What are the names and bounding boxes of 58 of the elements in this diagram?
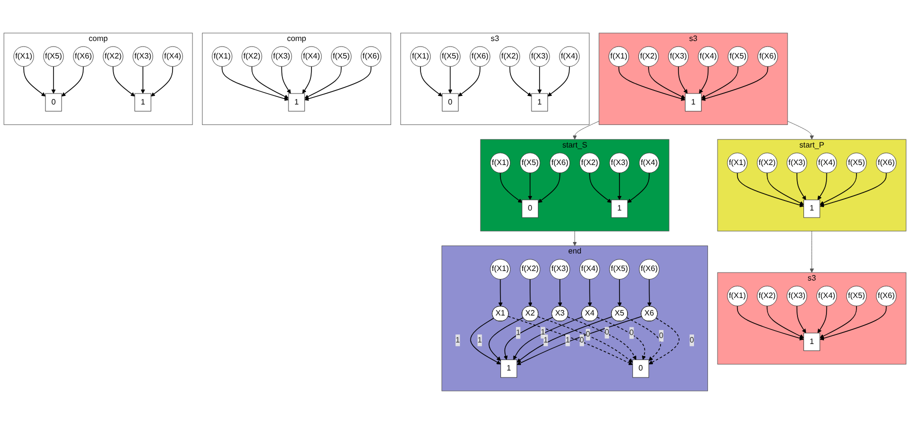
arrow: [701, 66, 738, 98]
arrow: [528, 278, 532, 307]
arrow: [537, 66, 542, 94]
arrow: [818, 306, 828, 334]
arrow: [538, 172, 560, 203]
arrow: [796, 306, 806, 334]
arrow: [304, 66, 342, 98]
arrow: [281, 66, 291, 94]
arrow: [698, 66, 709, 94]
arrow: [61, 66, 84, 96]
arrow: [796, 172, 806, 200]
arrow: [420, 66, 442, 96]
arrow: [251, 66, 289, 98]
arrow: [820, 306, 857, 338]
arrow: [648, 66, 686, 98]
arrow: [647, 278, 652, 307]
arrow: [567, 316, 636, 360]
arrow: [627, 172, 650, 203]
arrow: [701, 66, 768, 101]
arrow: [538, 316, 633, 363]
arrow: [818, 172, 828, 200]
arrow: [618, 66, 686, 101]
arrow: [736, 172, 804, 208]
arrow: [222, 66, 289, 101]
arrow: [617, 172, 622, 200]
arrow: [304, 66, 372, 101]
arrow: [140, 66, 146, 94]
arrow: [516, 316, 612, 363]
arrow: [648, 318, 680, 364]
arrow: [736, 306, 804, 340]
arrow: [528, 172, 532, 200]
arrow: [547, 66, 570, 96]
arrow: [513, 316, 583, 360]
arrow: [51, 66, 56, 94]
arrow: [470, 318, 501, 364]
arrow: [504, 316, 554, 360]
arrow: [589, 172, 612, 203]
arrow: [558, 278, 562, 307]
arrow: [500, 172, 522, 203]
arrow: [820, 172, 857, 205]
arrow: [588, 278, 592, 307]
arrow: [509, 66, 532, 96]
arrow: [150, 66, 174, 96]
arrow: [448, 66, 452, 94]
arrow: [617, 278, 622, 307]
arrow: [766, 306, 804, 338]
arrow: [488, 317, 524, 361]
arrow: [766, 172, 804, 205]
arrow: [678, 66, 688, 94]
arrow: [458, 66, 480, 96]
arrow: [596, 316, 646, 360]
arrow: [302, 66, 312, 94]
arrow: [626, 317, 661, 361]
arrow: [820, 172, 887, 208]
arrow: [112, 66, 135, 96]
arrow: [820, 306, 887, 340]
arrow: [23, 66, 46, 96]
arrow: [498, 278, 503, 307]
